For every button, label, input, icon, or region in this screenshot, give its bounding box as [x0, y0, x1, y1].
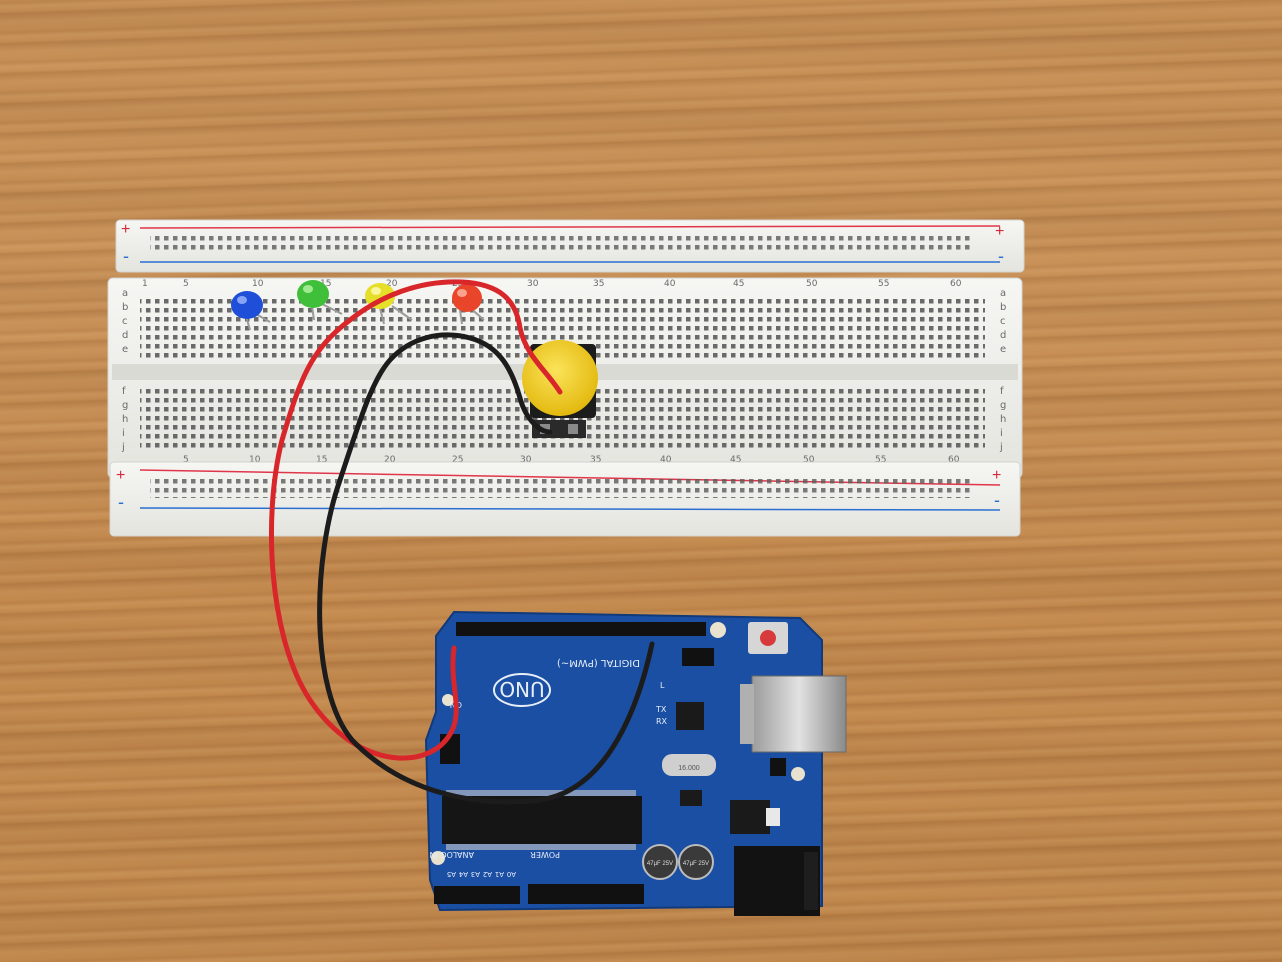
svg-text:g: g	[122, 400, 128, 411]
bottom-rail-minus-right: -	[994, 490, 1000, 510]
row-letters-bottom: f g h i j f g h i j	[121, 386, 1006, 453]
bottom-rail-plus-right: +	[992, 467, 1001, 484]
analog-header	[434, 886, 520, 904]
svg-text:A4: A4	[458, 870, 468, 878]
top-rail-plus-right: +	[995, 223, 1004, 240]
capacitor-1: 47µF 25V	[642, 844, 678, 880]
svg-text:15: 15	[320, 279, 331, 289]
led-green	[297, 280, 343, 321]
svg-text:A5: A5	[447, 870, 456, 878]
svg-text:35: 35	[590, 455, 601, 465]
svg-text:35: 35	[593, 279, 604, 289]
usb-connector	[751, 675, 847, 753]
svg-text:50: 50	[806, 279, 818, 289]
arduino-uno-board: DIGITAL (PWM~) UNO TX RX L ON 16.000	[424, 610, 847, 916]
svg-text:30: 30	[527, 279, 539, 289]
svg-text:55: 55	[875, 455, 886, 465]
l-label: L	[660, 681, 665, 690]
svg-text:d: d	[1000, 330, 1006, 341]
svg-text:55: 55	[878, 279, 889, 289]
reset-button[interactable]	[748, 622, 788, 654]
svg-text:60: 60	[948, 455, 960, 465]
led-red	[452, 284, 485, 325]
svg-text:a: a	[1000, 288, 1006, 299]
wire-black	[317, 332, 655, 805]
svg-text:h: h	[122, 414, 128, 425]
svg-text:60: 60	[950, 279, 962, 289]
tx-label: TX	[655, 705, 667, 714]
svg-text:c: c	[1000, 316, 1006, 327]
analog-label: ANALOG IN	[430, 850, 475, 859]
svg-text:1: 1	[142, 279, 148, 289]
svg-text:e: e	[122, 344, 128, 355]
svg-text:a: a	[122, 288, 128, 299]
svg-text:40: 40	[664, 279, 676, 289]
svg-text:20: 20	[384, 455, 396, 465]
svg-text:f: f	[1000, 386, 1004, 397]
bottom-power-rail	[109, 461, 1021, 537]
svg-text:b: b	[122, 302, 128, 313]
svg-text:A0: A0	[507, 870, 516, 878]
svg-text:A3: A3	[471, 870, 480, 878]
svg-text:j: j	[999, 442, 1003, 453]
digital-label: DIGITAL (PWM~)	[557, 657, 640, 668]
top-rail-minus-right: -	[998, 246, 1004, 266]
rx-label: RX	[656, 717, 668, 726]
svg-text:e: e	[1000, 344, 1006, 355]
svg-text:d: d	[122, 330, 128, 341]
capacitor-2: 47µF 25V	[678, 844, 714, 880]
svg-text:47µF 25V: 47µF 25V	[647, 861, 673, 867]
svg-text:47µF 25V: 47µF 25V	[683, 861, 709, 867]
svg-text:30: 30	[520, 455, 532, 465]
svg-text:i: i	[122, 428, 125, 439]
svg-text:45: 45	[730, 455, 741, 465]
svg-text:f: f	[122, 386, 126, 397]
svg-text:50: 50	[803, 455, 815, 465]
svg-text:c: c	[122, 316, 128, 327]
power-header	[528, 884, 644, 904]
svg-text:15: 15	[316, 455, 327, 465]
svg-text:10: 10	[249, 455, 261, 465]
svg-text:A2: A2	[483, 870, 492, 878]
svg-text:j: j	[121, 442, 125, 453]
top-rail-minus: -	[123, 246, 129, 266]
svg-text:i: i	[1000, 428, 1003, 439]
bottom-rail-plus: +	[116, 467, 125, 484]
column-numbers: 1 5 10 15 20 25 30 35 40 45 50 55 60 5 1…	[142, 279, 962, 465]
row-letters-top: a b c d e a b c d e	[122, 288, 1006, 355]
led-blue	[231, 291, 271, 331]
svg-text:5: 5	[183, 455, 189, 465]
svg-text:5: 5	[183, 279, 189, 289]
svg-text:b: b	[1000, 302, 1006, 313]
svg-text:h: h	[1000, 414, 1006, 425]
svg-text:20: 20	[386, 279, 398, 289]
crystal-label: 16.000	[678, 765, 700, 772]
svg-text:g: g	[1000, 400, 1006, 411]
svg-text:45: 45	[733, 279, 744, 289]
svg-text:A1: A1	[495, 870, 504, 878]
atmega-chip	[442, 796, 642, 844]
bottom-rail-minus: -	[118, 492, 124, 512]
wire-red	[268, 279, 563, 761]
svg-text:UNO: UNO	[499, 677, 544, 701]
top-rail-plus: +	[121, 221, 130, 238]
svg-text:40: 40	[660, 455, 672, 465]
digital-header	[456, 622, 706, 636]
analog-pin-labels: A0 A1 A2 A3 A4 A5	[447, 870, 516, 878]
svg-text:10: 10	[252, 279, 264, 289]
uno-logo: UNO	[493, 673, 551, 707]
power-label: POWER	[530, 850, 560, 859]
svg-text:25: 25	[452, 455, 463, 465]
